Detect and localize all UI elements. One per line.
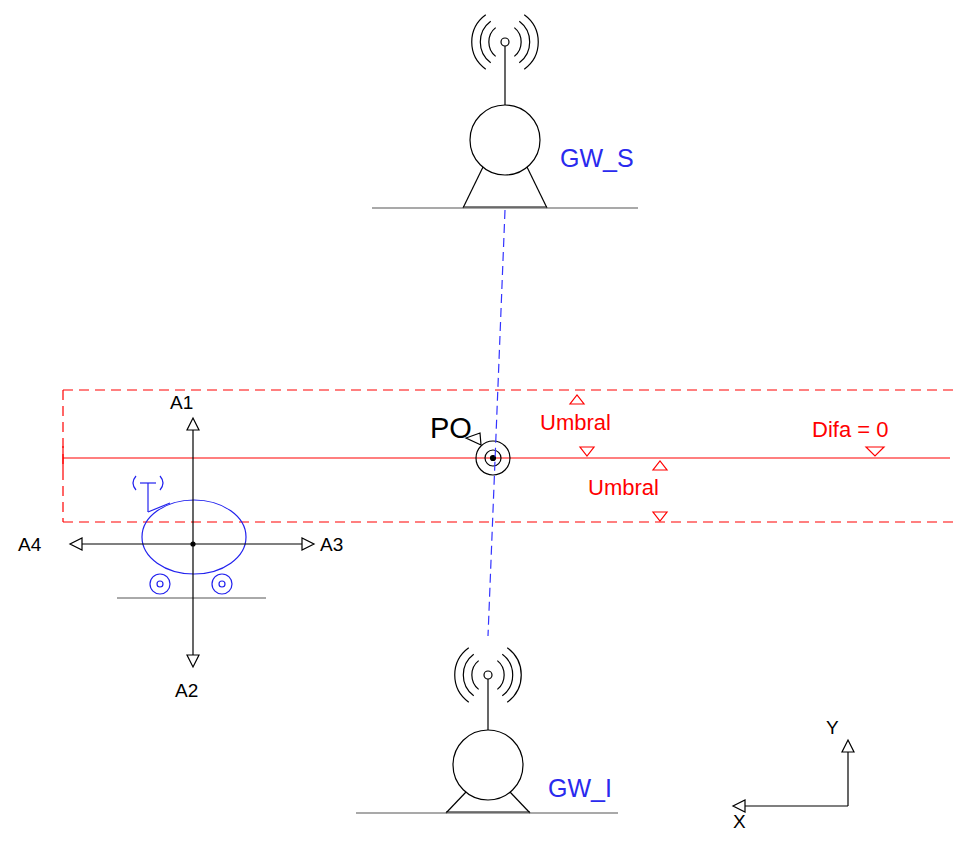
threshold-label: Umbral bbox=[540, 412, 611, 434]
axis-label: A2 bbox=[175, 681, 198, 700]
axis-label: Y bbox=[826, 718, 839, 737]
gateway-node: GW_I bbox=[356, 636, 618, 816]
difference-label: Difa = 0 bbox=[812, 419, 888, 441]
axis-label: X bbox=[733, 812, 746, 831]
threshold-band bbox=[63, 390, 955, 522]
gateway-label: GW_I bbox=[548, 776, 612, 801]
origin-point bbox=[466, 433, 510, 475]
robot-axes bbox=[70, 418, 314, 667]
gateway-label: GW_S bbox=[560, 146, 634, 171]
axis-label: A1 bbox=[170, 393, 193, 412]
threshold-label: Umbral bbox=[588, 477, 659, 499]
sight-line bbox=[488, 210, 505, 636]
axis-label: A3 bbox=[320, 535, 343, 554]
gateway-node: GW_S bbox=[372, 8, 638, 210]
point-label: PO bbox=[430, 414, 472, 443]
robot bbox=[133, 476, 246, 594]
ground-line bbox=[117, 598, 266, 599]
axis-label: A4 bbox=[18, 535, 41, 554]
gateway-icon bbox=[372, 8, 638, 210]
reference-frame bbox=[733, 740, 854, 812]
